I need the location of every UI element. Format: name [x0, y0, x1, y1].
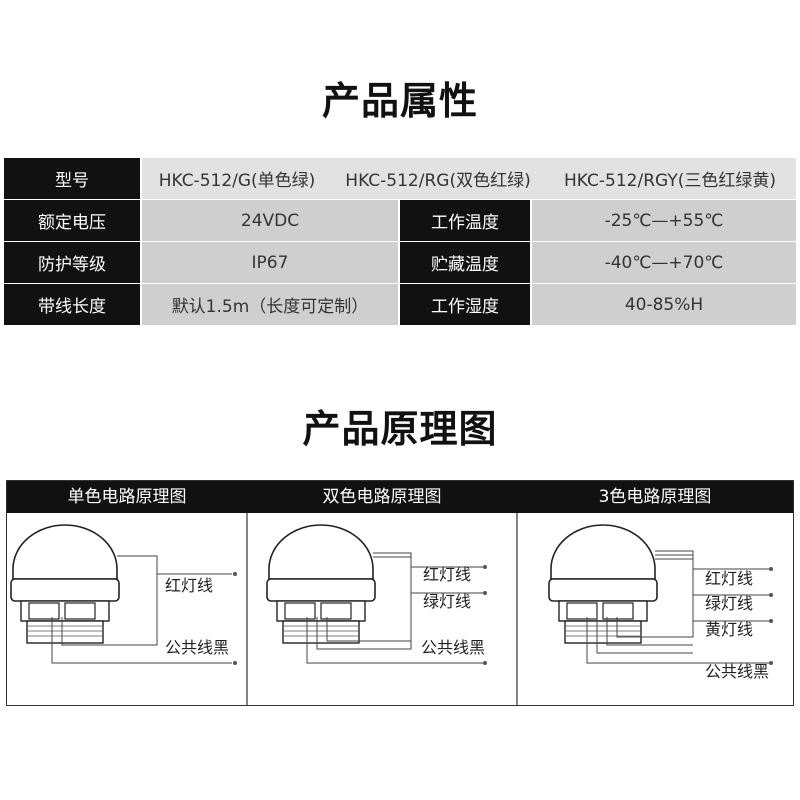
wire-label: 公共线黑	[421, 638, 485, 657]
spec-key: 工作湿度	[400, 284, 530, 325]
wire-label: 黄灯线	[705, 620, 753, 639]
spec-row: 防护等级 IP67 贮藏温度 -40℃—+70℃	[4, 242, 796, 283]
spec-value: 24VDC	[142, 200, 398, 241]
section-title-product-attributes: 产品属性	[321, 79, 478, 123]
spec-value: -25℃—+55℃	[532, 200, 796, 241]
wire-label: 绿灯线	[705, 594, 753, 613]
schematic-panel: 单色电路原理图 双色电路原理图 3色电路原理图	[6, 480, 794, 706]
wire-label: 红灯线	[423, 565, 471, 584]
schematic-title-triple: 3色电路原理图	[598, 487, 712, 507]
wire-label: 公共线黑	[165, 638, 229, 657]
schematic-title-dual: 双色电路原理图	[322, 487, 442, 507]
spec-model-value: HKC-512/RG(双色红绿)	[332, 158, 544, 199]
schematic-drawings: 红灯线 公共线黑 红灯线 绿灯线 公共线黑	[10, 513, 773, 705]
spec-key: 带线长度	[4, 284, 140, 325]
spec-value: 默认1.5m（长度可定制）	[142, 284, 398, 325]
spec-key: 贮藏温度	[400, 242, 530, 283]
spec-row: 额定电压 24VDC 工作温度 -25℃—+55℃	[4, 200, 796, 241]
schematic-title-single: 单色电路原理图	[67, 487, 187, 507]
lamp-icon	[548, 524, 658, 644]
spec-key: 工作温度	[400, 200, 530, 241]
wire-label: 公共线黑	[705, 662, 769, 681]
lamp-icon	[10, 524, 120, 644]
spec-key: 防护等级	[4, 242, 140, 283]
spec-value: -40℃—+70℃	[532, 242, 796, 283]
spec-key: 型号	[4, 158, 140, 199]
spec-row: 带线长度 默认1.5m（长度可定制） 工作湿度 40-85%H	[4, 284, 796, 325]
schematic-header: 单色电路原理图 双色电路原理图 3色电路原理图	[7, 481, 793, 513]
wire-label: 红灯线	[705, 569, 753, 588]
spec-value: 40-85%H	[532, 284, 796, 325]
section-title-schematic: 产品原理图	[302, 407, 498, 451]
wire-label: 红灯线	[165, 576, 213, 595]
lamp-icon	[266, 524, 376, 644]
wire-label: 绿灯线	[423, 592, 471, 611]
spec-table: 型号 HKC-512/G(单色绿) HKC-512/RG(双色红绿) HKC-5…	[4, 158, 796, 326]
spec-model-value: HKC-512/G(单色绿)	[142, 158, 332, 199]
spec-key: 额定电压	[4, 200, 140, 241]
spec-value: IP67	[142, 242, 398, 283]
spec-model-value: HKC-512/RGY(三色红绿黄)	[544, 158, 796, 199]
spec-row-model: 型号 HKC-512/G(单色绿) HKC-512/RG(双色红绿) HKC-5…	[4, 158, 796, 199]
